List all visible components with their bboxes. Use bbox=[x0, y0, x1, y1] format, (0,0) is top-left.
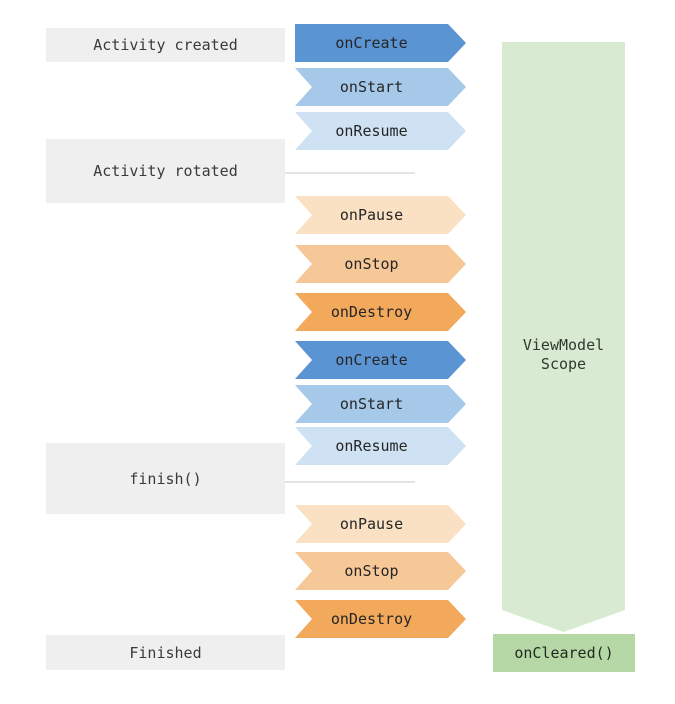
lifecycle-arrow-onresume-1: onResume bbox=[295, 112, 466, 150]
viewmodel-scope-label: ViewModel Scope bbox=[522, 336, 605, 373]
stage-label-finished: Finished bbox=[46, 635, 285, 670]
lifecycle-arrow-onpause-1: onPause bbox=[295, 196, 466, 234]
lifecycle-arrow-oncreate-1: onCreate bbox=[295, 24, 466, 62]
stage-label-finish: finish() bbox=[46, 443, 285, 514]
connector-line-rotated bbox=[285, 172, 415, 174]
lifecycle-arrow-onresume-2: onResume bbox=[295, 427, 466, 465]
lifecycle-arrow-onpause-2: onPause bbox=[295, 505, 466, 543]
stage-label-activity-created: Activity created bbox=[46, 28, 285, 62]
oncleared-box: onCleared() bbox=[493, 634, 635, 672]
connector-line-finish bbox=[285, 481, 415, 483]
lifecycle-arrow-oncreate-2: onCreate bbox=[295, 341, 466, 379]
stage-label-activity-rotated: Activity rotated bbox=[46, 139, 285, 203]
lifecycle-arrow-onstop-2: onStop bbox=[295, 552, 466, 590]
lifecycle-arrow-onstart-2: onStart bbox=[295, 385, 466, 423]
lifecycle-arrow-onstop-1: onStop bbox=[295, 245, 466, 283]
viewmodel-scope-arrow: ViewModel Scope bbox=[502, 42, 625, 632]
lifecycle-arrow-ondestroy-1: onDestroy bbox=[295, 293, 466, 331]
lifecycle-arrow-onstart-1: onStart bbox=[295, 68, 466, 106]
lifecycle-arrow-ondestroy-2: onDestroy bbox=[295, 600, 466, 638]
